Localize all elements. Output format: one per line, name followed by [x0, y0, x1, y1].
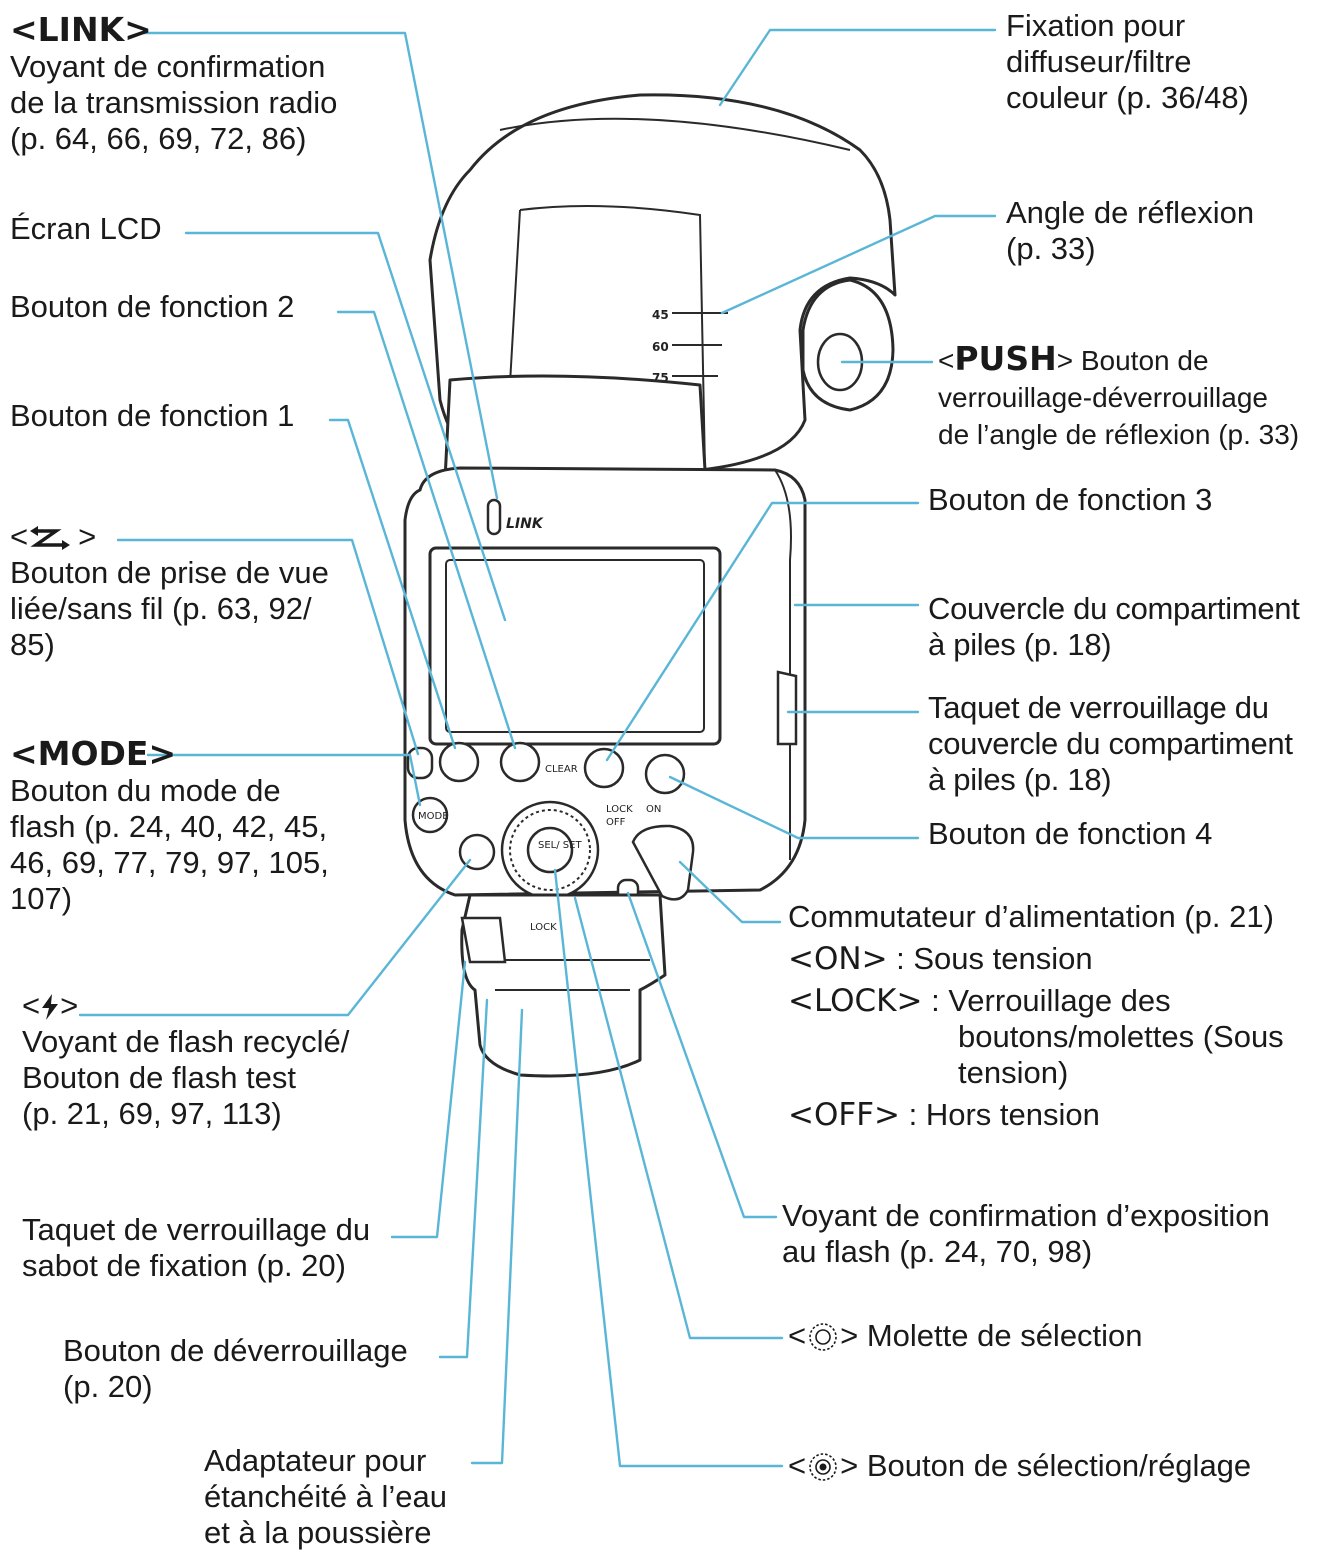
flash-bolt-icon — [40, 994, 60, 1020]
label-fn2: Bouton de fonction 2 — [10, 289, 294, 325]
leader-fn4 — [670, 777, 918, 838]
link-line-3: (p. 64, 66, 69, 72, 86) — [10, 121, 337, 157]
label-adapter: Adaptateur pour étanchéité à l’eau et à … — [204, 1443, 447, 1551]
leader-fn3 — [607, 503, 918, 760]
label-push: <PUSH> Bouton de verrouillage-déverrouil… — [938, 340, 1299, 453]
power-lock-line-2: tension) — [788, 1055, 1284, 1091]
set-open: < — [788, 1448, 806, 1483]
wireless-line-1: Bouton de prise de vue — [10, 555, 329, 591]
fn4-line-1: Bouton de fonction 4 — [928, 816, 1212, 852]
mode-line-1: Bouton du mode de — [10, 773, 329, 809]
link-line-1: Voyant de confirmation — [10, 49, 337, 85]
wireless-close: > — [78, 519, 96, 554]
dial-close: > Molette de sélection — [840, 1318, 1142, 1353]
label-bounce: Angle de réflexion (p. 33) — [1006, 195, 1254, 267]
label-fn1: Bouton de fonction 1 — [10, 398, 294, 434]
wireless-icon — [28, 526, 78, 550]
wireless-line-3: 85) — [10, 627, 329, 663]
push-after: > Bouton de — [1057, 345, 1209, 376]
label-lcd: Écran LCD — [10, 211, 162, 247]
release-line-2: (p. 20) — [63, 1369, 408, 1405]
leader-shoe-lock — [392, 962, 465, 1237]
release-line-1: Bouton de déverrouillage — [63, 1333, 408, 1369]
label-recycle: < > Voyant de flash recyclé/ Bouton de fl… — [22, 988, 349, 1132]
fn3-line-1: Bouton de fonction 3 — [928, 482, 1212, 518]
leader-dial — [575, 898, 782, 1338]
leader-release — [440, 1000, 487, 1357]
exposure-line-2: au flash (p. 24, 70, 98) — [782, 1234, 1270, 1270]
power-lock-token: <LOCK> — [788, 983, 923, 1019]
wireless-open: < — [10, 519, 28, 554]
leader-set — [555, 870, 782, 1466]
label-release: Bouton de déverrouillage (p. 20) — [63, 1333, 408, 1405]
label-shoe-lock: Taquet de verrouillage du sabot de fixat… — [22, 1212, 370, 1284]
link-token: <LINK> — [10, 10, 152, 49]
label-battery-lock: Taquet de verrouillage du couvercle du c… — [928, 690, 1293, 798]
fn2-line-1: Bouton de fonction 2 — [10, 289, 294, 325]
dial-open: < — [788, 1318, 806, 1353]
fn1-line-1: Bouton de fonction 1 — [10, 398, 294, 434]
battery-lock-line-3: à piles (p. 18) — [928, 762, 1293, 798]
label-mode: <MODE> Bouton du mode de flash (p. 24, 4… — [10, 736, 329, 917]
adapter-line-2: étanchéité à l’eau — [204, 1479, 447, 1515]
dial-icon — [806, 1322, 840, 1352]
label-battery-cover: Couvercle du compartiment à piles (p. 18… — [928, 591, 1300, 663]
label-fn3: Bouton de fonction 3 — [928, 482, 1212, 518]
push-open: < — [938, 345, 954, 376]
mode-line-3: 46, 69, 77, 79, 97, 105, — [10, 845, 329, 881]
leader-power — [680, 862, 780, 922]
power-off-text: : Hors tension — [900, 1097, 1100, 1132]
adapter-line-1: Adaptateur pour — [204, 1443, 447, 1479]
bounce-line-2: (p. 33) — [1006, 231, 1254, 267]
label-power: Commutateur d’alimentation (p. 21) <ON> … — [788, 899, 1284, 1133]
wireless-line-2: liée/sans fil (p. 63, 92/ — [10, 591, 329, 627]
shoe-lock-line-1: Taquet de verrouillage du — [22, 1212, 370, 1248]
label-link: <LINK> Voyant de confirmation de la tran… — [10, 12, 337, 157]
set-button-icon — [806, 1452, 840, 1482]
diffuser-line-2: diffuseur/filtre — [1006, 44, 1249, 80]
power-lock-text: : Verrouillage des — [923, 983, 1171, 1018]
label-exposure: Voyant de confirmation d’exposition au f… — [782, 1198, 1270, 1270]
leader-adapter — [472, 1010, 522, 1463]
label-dial: < > Molette de sélection — [788, 1318, 1143, 1354]
set-close: > Bouton de sélection/réglage — [840, 1448, 1251, 1483]
mode-token: <MODE> — [10, 734, 176, 773]
battery-cover-line-1: Couvercle du compartiment — [928, 591, 1300, 627]
recycle-line-1: Voyant de flash recyclé/ — [22, 1024, 349, 1060]
push-line-2: de l’angle de réflexion (p. 33) — [938, 416, 1299, 453]
link-line-2: de la transmission radio — [10, 85, 337, 121]
label-set: < > Bouton de sélection/réglage — [788, 1448, 1251, 1484]
power-title: Commutateur d’alimentation (p. 21) — [788, 899, 1284, 935]
label-diffuser: Fixation pour diffuseur/filtre couleur (… — [1006, 8, 1249, 116]
label-wireless: < > Bouton de prise de vue liée/sans fil … — [10, 519, 329, 663]
power-lock-line-1: boutons/molettes (Sous — [788, 1019, 1284, 1055]
leader-exposure — [628, 893, 776, 1217]
power-on-token: <ON> — [788, 941, 888, 977]
leader-fn1 — [330, 420, 455, 748]
leader-diffuser — [720, 30, 995, 105]
lcd-line-1: Écran LCD — [10, 211, 162, 247]
recycle-line-3: (p. 21, 69, 97, 113) — [22, 1096, 349, 1132]
diffuser-line-1: Fixation pour — [1006, 8, 1249, 44]
push-token: PUSH — [954, 339, 1056, 378]
power-on-text: : Sous tension — [888, 941, 1093, 976]
recycle-open: < — [22, 988, 40, 1023]
battery-lock-line-2: couvercle du compartiment — [928, 726, 1293, 762]
exposure-line-1: Voyant de confirmation d’exposition — [782, 1198, 1270, 1234]
mode-line-2: flash (p. 24, 40, 42, 45, — [10, 809, 329, 845]
adapter-line-3: et à la poussière — [204, 1515, 447, 1551]
shoe-lock-line-2: sabot de fixation (p. 20) — [22, 1248, 370, 1284]
diffuser-line-3: couleur (p. 36/48) — [1006, 80, 1249, 116]
leader-bounce — [722, 216, 995, 313]
label-fn4: Bouton de fonction 4 — [928, 816, 1212, 852]
mode-line-4: 107) — [10, 881, 329, 917]
power-off-token: <OFF> — [788, 1097, 900, 1133]
push-line-1: verrouillage-déverrouillage — [938, 379, 1299, 416]
battery-lock-line-1: Taquet de verrouillage du — [928, 690, 1293, 726]
battery-cover-line-2: à piles (p. 18) — [928, 627, 1300, 663]
recycle-close: > — [60, 988, 78, 1023]
recycle-line-2: Bouton de flash test — [22, 1060, 349, 1096]
bounce-line-1: Angle de réflexion — [1006, 195, 1254, 231]
